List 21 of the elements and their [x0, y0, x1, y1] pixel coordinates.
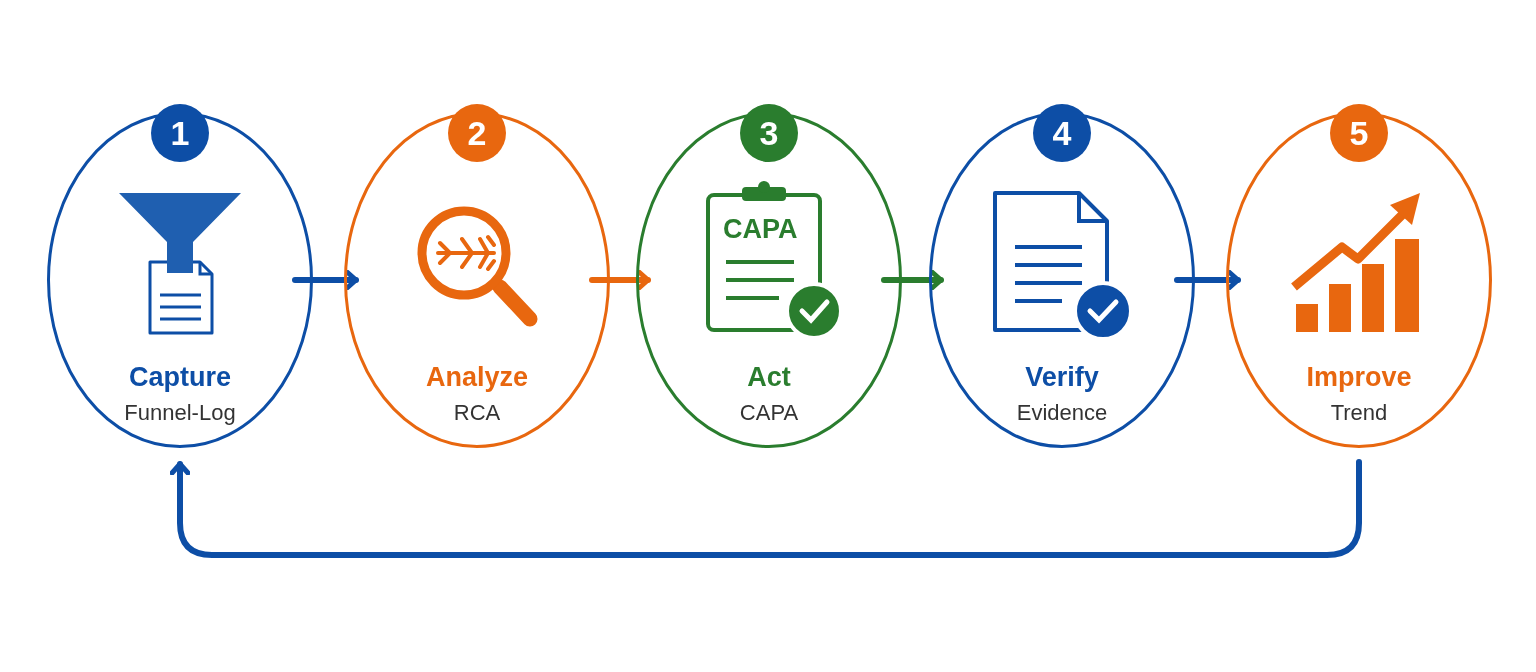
step-subtitle: Trend: [1330, 400, 1388, 426]
arrow: [1174, 269, 1241, 291]
step-title: Improve: [1306, 362, 1412, 393]
step-number-badge: 1: [151, 104, 209, 162]
step-subtitle: RCA: [453, 400, 501, 426]
step-title: Analyze: [425, 362, 528, 393]
step-subtitle: Funnel-Log: [124, 400, 236, 426]
step-subtitle: Evidence: [1016, 400, 1108, 426]
arrow: [292, 269, 359, 291]
step-title: Act: [747, 362, 791, 393]
arrow: [589, 269, 651, 291]
step-number-badge: 2: [448, 104, 506, 162]
step-number-badge: 4: [1033, 104, 1091, 162]
step-number-badge: 5: [1330, 104, 1388, 162]
arrow: [881, 269, 944, 291]
loop-back-arrow: [169, 459, 1362, 558]
step-title: Capture: [129, 362, 231, 393]
clipboard-label: CAPA: [723, 214, 798, 245]
step-title: Verify: [1025, 362, 1099, 393]
step-subtitle: CAPA: [739, 400, 799, 426]
step-number-badge: 3: [740, 104, 798, 162]
